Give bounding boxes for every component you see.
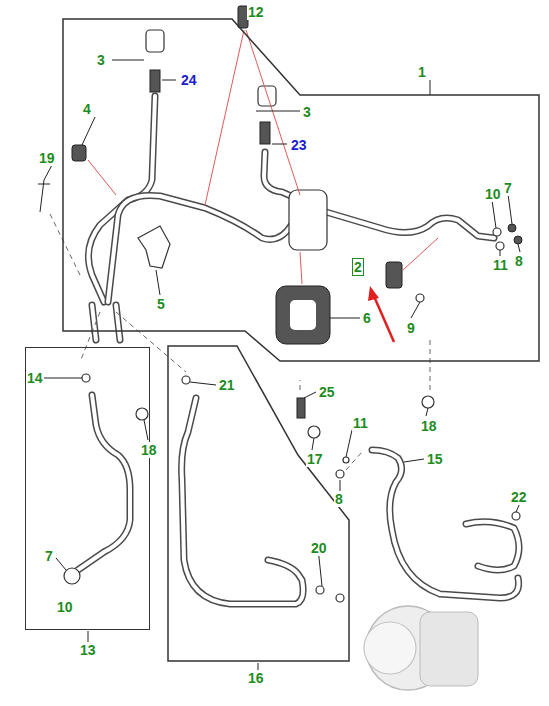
callout-number: 20 [310,540,328,556]
callout-number: 6 [362,310,372,326]
callout-number: 8 [514,253,524,269]
service-port [260,122,270,144]
nut [508,224,516,232]
highlighted-callout: 2 [352,258,364,276]
callout-number: 15 [426,451,444,467]
callout-number: 9 [406,320,416,336]
callout-number: 10 [56,599,74,615]
callout-number: 18 [420,418,438,434]
pressure-sensor [386,262,402,288]
o-ring [493,228,501,236]
callout-number: 8 [334,491,344,507]
hose [182,398,304,604]
o-ring [336,594,344,602]
kit-box: 13 [25,347,150,630]
callout-number: 1 [417,64,427,80]
insulator-block [276,286,330,344]
callout-number: 18 [140,442,158,458]
callout-number: 25 [318,384,336,400]
valve-cap [258,86,276,106]
fitting [64,568,80,584]
region-outline [62,18,540,362]
callout-number: 4 [82,101,92,117]
leader-line [42,60,520,670]
o-ring [343,457,349,463]
service-port [150,70,160,92]
hose [182,398,304,604]
nut [514,236,522,244]
callout-number: 10 [484,186,502,202]
region-outline [168,346,349,661]
callout-number: 21 [218,377,236,393]
callout-number: 11 [352,415,369,431]
clip [72,145,86,161]
callout-number: 12 [247,4,265,20]
callout-number: 14 [26,370,44,386]
callout-number: 5 [156,296,166,312]
valve [297,398,305,418]
compressor-pulley [364,622,416,674]
o-ring [416,294,424,302]
callout-number: 7 [44,548,54,564]
compressor-body [420,612,478,686]
callout-number: 24 [180,72,198,88]
red-arrowhead [368,286,379,301]
compressor [364,606,478,690]
leader-red [88,30,438,284]
region-outline [63,19,539,361]
callout-number: 13 [79,642,97,658]
hose [72,395,130,574]
hose [466,522,519,570]
callout-number: 17 [306,451,324,467]
callout-number: 2 [354,259,362,275]
callout-number: 3 [302,104,312,120]
hose [372,450,519,598]
leader-dashed [50,214,430,470]
nut [136,408,148,420]
callout-number: 19 [38,150,56,166]
bolt [38,180,50,212]
insulator-hole [290,300,316,330]
o-ring [182,376,190,384]
hose [72,395,130,574]
o-ring [512,512,520,520]
o-ring [316,586,324,594]
nut [336,470,344,478]
hose [466,522,519,570]
muffler [289,190,327,250]
nut [308,426,320,438]
red-arrow [373,294,394,342]
callout-number: 3 [96,52,106,68]
callout-number: 23 [290,137,308,153]
assembly-region: 12 [62,18,540,362]
callout-number: 11 [492,257,509,273]
hose [372,450,519,598]
pipe [72,96,519,604]
bracket [138,226,170,268]
callout-number: 7 [503,180,513,196]
valve-cap [146,30,164,52]
o-ring [82,374,90,382]
nut [422,396,434,408]
callout-number: 16 [247,670,265,686]
o-ring [496,242,504,250]
callout-number: 22 [510,489,528,505]
